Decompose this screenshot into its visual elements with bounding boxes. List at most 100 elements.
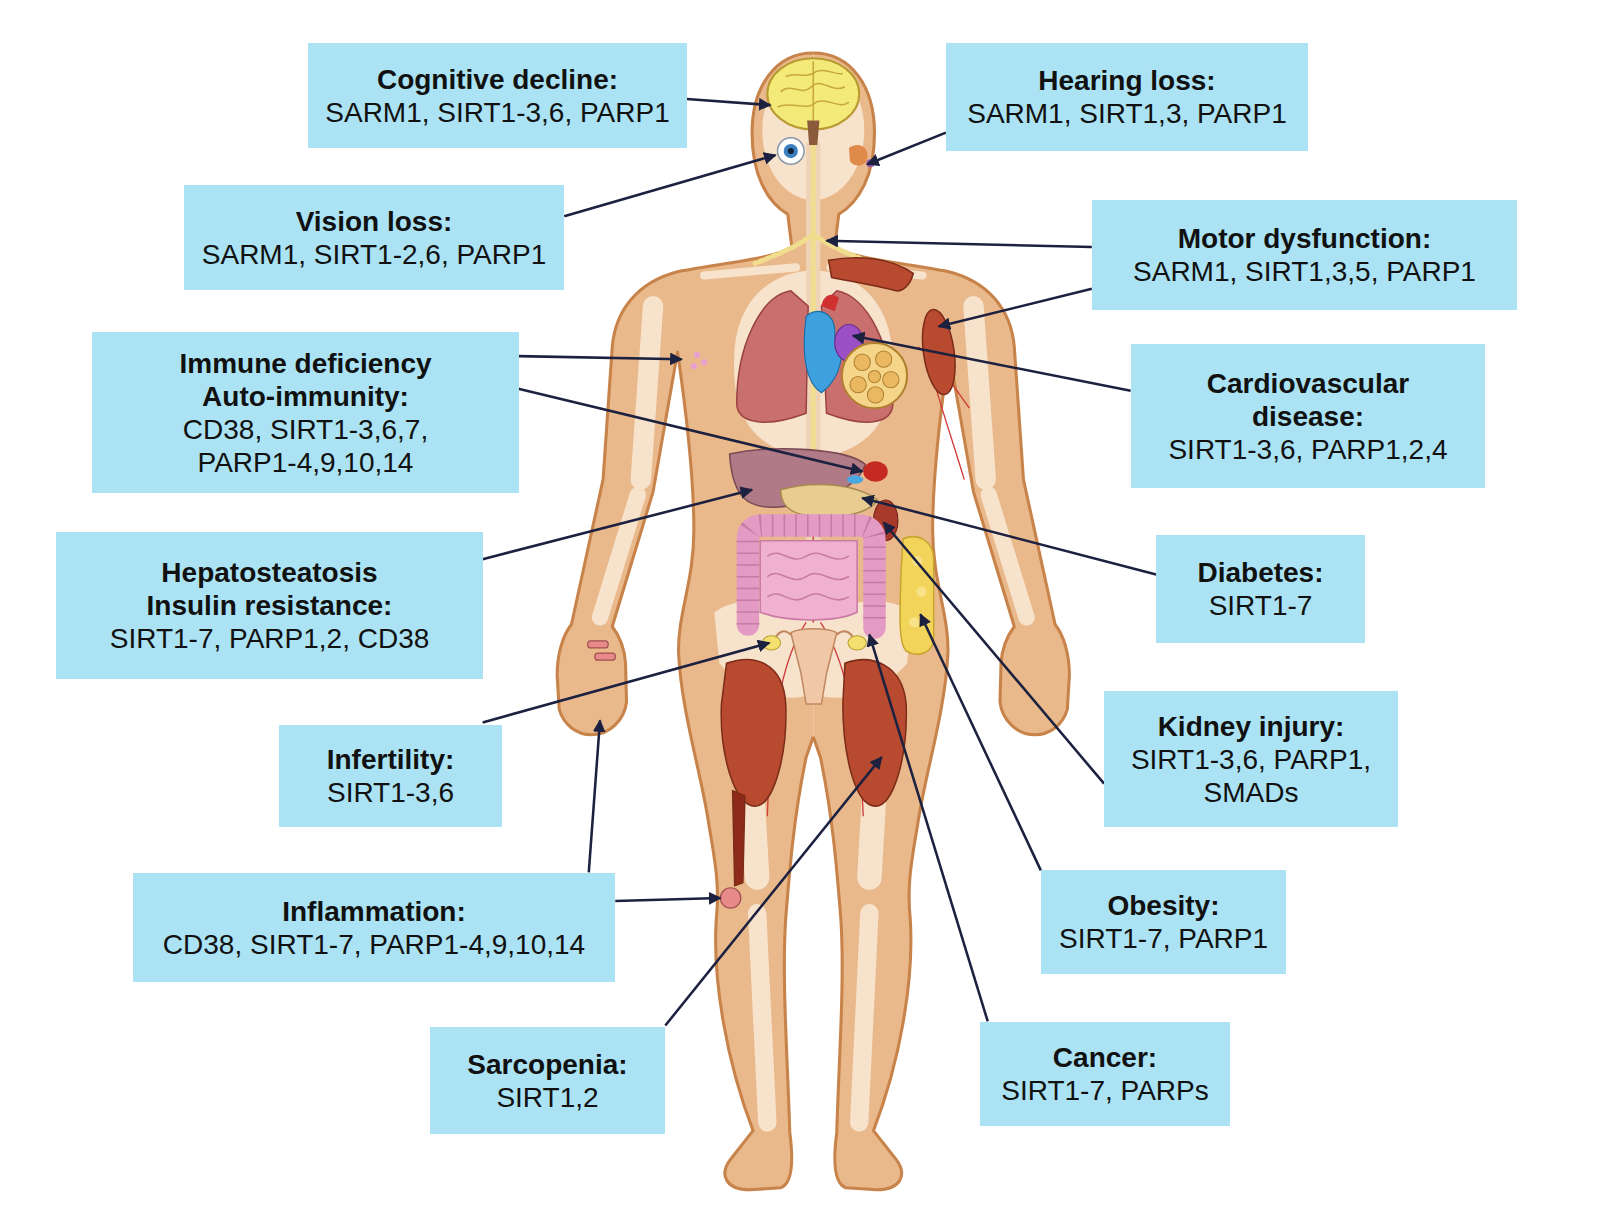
text-word: Sarcopenia: [467,1049,627,1080]
callout-box: Cardiovascular disease:SIRT1-3,6, PARP1,… [1131,344,1485,488]
text-word: Hepatosteatosis [161,557,377,588]
callout-body: SIRT1,2 [496,1081,598,1114]
ovary [848,636,866,650]
text-word: Obesity: [1107,890,1219,921]
callout-body: SIRT1-3,6 [327,776,454,809]
uterus [791,629,837,704]
leader-line [518,356,681,359]
joint [588,641,608,648]
callout-heading: Hepatosteatosis Insulin resistance: [140,556,400,622]
callout-box: Sarcopenia:SIRT1,2 [430,1027,665,1134]
text-word: SIRT1-3,6, [437,97,572,128]
callout-body: SIRT1-3,6, PARP1, SMADs [1114,743,1388,809]
text-word: SIRT1-3,6 [327,777,454,808]
text-word: resistance: [245,590,393,621]
leader-line [884,522,1104,783]
text-word: decline: [512,64,618,95]
callout-body: SIRT1-7, PARP1 [1059,922,1268,955]
callout-body: SIRT1-7 [1209,589,1313,622]
callout-box: Obesity:SIRT1-7, PARP1 [1041,870,1286,974]
text-word: PARP1 [580,97,670,128]
skeleton-bone [600,267,813,1122]
muscle [733,791,745,886]
text-word: deficiency [295,348,432,379]
leader-line [862,498,1156,575]
skeleton-bone [641,306,653,479]
callout-box: Hearing loss:SARM1, SIRT1,3, PARP1 [946,43,1308,151]
text-word: Diabetes: [1197,557,1323,588]
text-word: Kidney [1158,711,1251,742]
uterus [773,629,855,704]
text-word: SIRT1-2,6, [314,239,449,270]
text-word: SIRT1-7, [250,929,362,960]
text-word: SIRT1-3,6, [1168,434,1303,465]
ear [849,145,868,166]
heart [804,311,841,392]
uterus [773,631,855,641]
body-outline [557,53,1069,1190]
body-silhouette [813,53,1069,1190]
text-word: PARP1-4,9,10,14 [198,447,414,478]
lung [737,291,808,422]
intestine [767,553,849,600]
skeleton-bone [813,267,1026,1122]
leader-line [939,289,1092,327]
fat-tissue [909,617,919,627]
text-word: Insulin [147,590,237,621]
joint [595,653,615,660]
text-word: Immune [179,348,286,379]
text-word: Infertility: [327,744,455,775]
body-outline [557,53,813,1190]
text-word: CD38 [358,623,430,654]
callout-heading: Immune deficiency Auto-immunity: [102,347,509,413]
fat-tissue [900,537,934,654]
leader-line [827,241,1092,247]
callout-box: Infertility:SIRT1-3,6 [279,725,502,827]
text-word: Auto-immunity: [202,381,409,412]
lymph-node [850,377,866,393]
intestine [748,526,875,628]
text-word: SIRT1-7, [1059,923,1171,954]
lymph-node [701,359,707,365]
text-word: Cancer: [1053,1042,1157,1073]
heart [821,295,838,312]
callout-box: Inflammation:CD38, SIRT1-7, PARP1-4,9,10… [133,873,615,982]
ovary [762,636,866,650]
callout-box: Cancer:SIRT1-7, PARPs [980,1022,1230,1126]
callout-box: Hepatosteatosis Insulin resistance:SIRT1… [56,532,483,679]
callout-heading: Hearing loss: [1038,64,1215,97]
leader-line [665,757,881,1025]
text-word: PARP1,2, [229,623,350,654]
spleen [863,461,887,481]
eye [788,148,794,154]
lymph-node [694,352,700,358]
skeleton-bone [734,270,813,459]
text-word: PARP1 [456,239,546,270]
leader-line [867,133,946,165]
stomach [781,484,878,517]
liver [847,476,863,484]
text-word: SIRT1,2 [496,1082,598,1113]
stomach [781,484,878,517]
lymph-node [883,371,899,387]
callout-heading: Cardiovascular disease: [1178,367,1438,433]
text-word: dysfunction: [1263,223,1431,254]
text-word: PARP1 [1197,98,1287,129]
callout-box: Diabetes:SIRT1-7 [1156,535,1365,643]
text-word: SIRT1,3,5, [1245,256,1378,287]
text-word: loss: [387,206,452,237]
text-word: SARM1, [325,97,429,128]
callout-body: SARM1, SIRT1,3,5, PARP1 [1133,255,1476,288]
callout-heading: Diabetes: [1197,556,1323,589]
leader-line [687,99,771,105]
muscle [829,258,914,291]
brain [778,61,849,124]
text-word: disease: [1252,401,1364,432]
text-word: Cardiovascular [1207,368,1409,399]
text-word: loss: [1150,65,1215,96]
leader-line [869,635,987,1022]
leader-line [483,643,770,723]
joint [720,888,740,908]
eye [784,144,798,158]
callout-heading: Infertility: [327,743,455,776]
